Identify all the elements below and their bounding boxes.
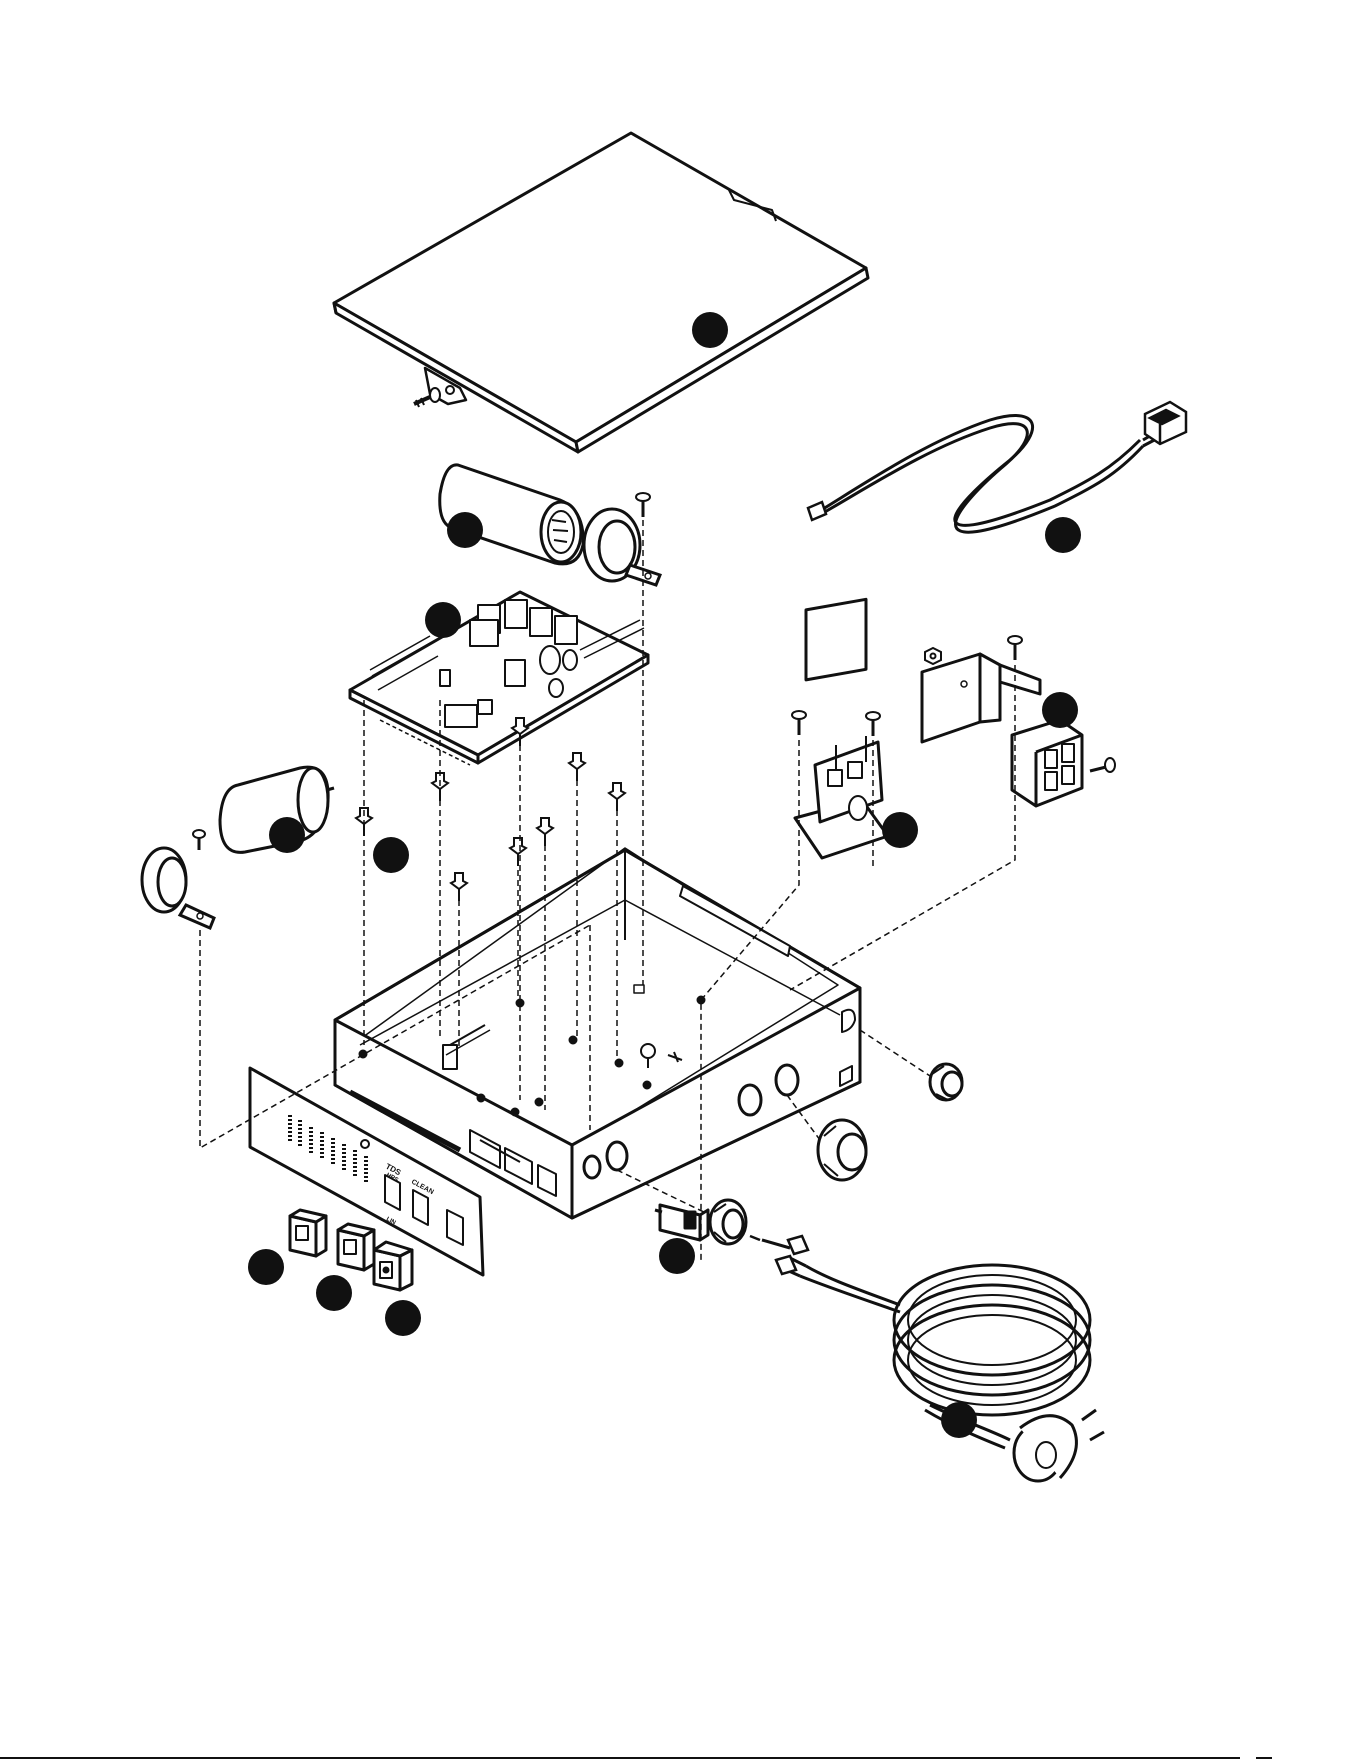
callout-bubble: [1042, 692, 1078, 728]
callout-bubble: [692, 312, 728, 348]
cover-screw: [414, 388, 440, 407]
callout-bubble: [385, 1300, 421, 1336]
wire-harness: [823, 416, 1162, 533]
rocker-switch: [338, 1224, 374, 1270]
bracket-nut: [925, 648, 941, 664]
callout-bubble: [882, 812, 918, 848]
rocker-switch: [290, 1210, 326, 1256]
callout-bubble: [1045, 517, 1081, 553]
control-board: [350, 592, 648, 765]
bushing-large: [818, 1120, 866, 1180]
callout-bubble: [316, 1275, 352, 1311]
start-capacitor-strap: [142, 848, 214, 928]
standoff: [569, 753, 585, 781]
contactor-screws: [792, 711, 880, 736]
standoff: [537, 818, 553, 846]
standoff: [609, 783, 625, 811]
callout-bubble: [269, 817, 305, 853]
callout-bubble: [248, 1249, 284, 1285]
relay: [1012, 720, 1082, 806]
rocker-switch-illuminated: [374, 1242, 412, 1290]
power-plug: [1014, 1410, 1104, 1481]
relay-bracket: [922, 654, 1040, 742]
harness-connector-large: [1145, 402, 1186, 444]
standoff: [451, 873, 467, 901]
callout-bubble: [373, 837, 409, 873]
strap-screw-left: [193, 830, 205, 850]
bushing-small: [930, 1064, 962, 1100]
callout-bubble: [659, 1238, 695, 1274]
callout-bubble: [941, 1402, 977, 1438]
standoff: [432, 773, 448, 801]
cord-terminals: [750, 1236, 808, 1274]
run-capacitor-strap: [584, 509, 660, 585]
callout-bubble: [425, 602, 461, 638]
cord-grommet: [710, 1200, 746, 1244]
strap-screw-top: [636, 493, 650, 517]
callout-bubble: [447, 512, 483, 548]
harness-connector-small: [808, 502, 826, 520]
